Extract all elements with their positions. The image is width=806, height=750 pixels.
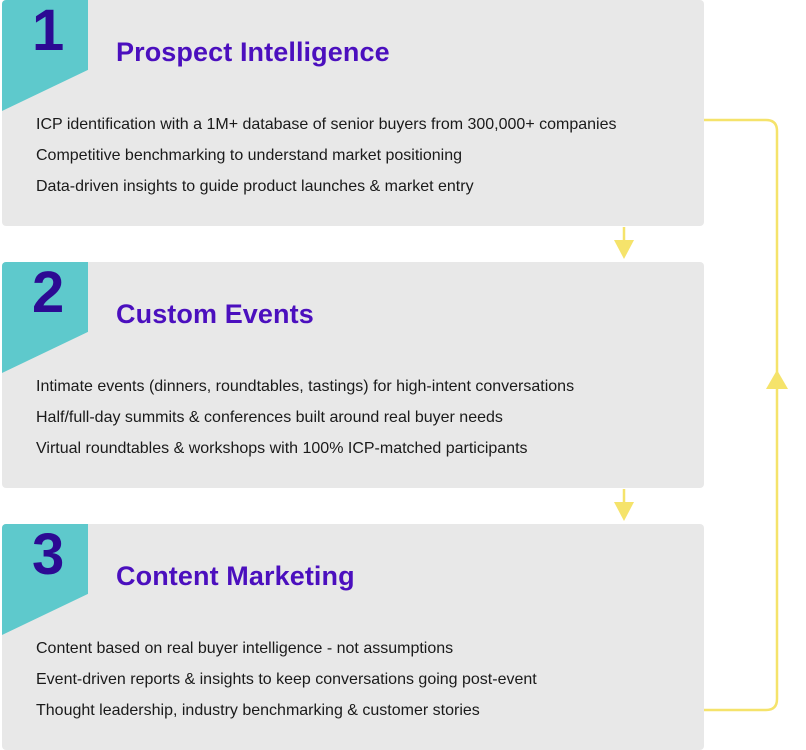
step-bullet-list: ICP identification with a 1M+ database o… — [36, 114, 616, 207]
arrow-down-icon — [614, 502, 634, 521]
step-card-1: 1 Prospect Intelligence ICP identificati… — [2, 0, 704, 226]
step-bullet: ICP identification with a 1M+ database o… — [36, 116, 617, 133]
step-title: Content Marketing — [116, 561, 355, 591]
step-bullet: Intimate events (dinners, roundtables, t… — [36, 378, 575, 395]
step-bullet: Competitive benchmarking to understand m… — [36, 147, 463, 164]
step-bullet: Data-driven insights to guide product la… — [36, 178, 474, 195]
loop-connector — [704, 118, 779, 712]
step-bullet-list: Intimate events (dinners, roundtables, t… — [36, 376, 574, 469]
step-number: 2 — [32, 262, 65, 325]
step-bullet: Event-driven reports & insights to keep … — [36, 671, 537, 688]
step-number: 3 — [32, 524, 65, 587]
step-card-2: 2 Custom Events Intimate events (dinners… — [2, 262, 704, 488]
step-bullet-list: Content based on real buyer intelligence… — [36, 638, 537, 731]
arrow-down-icon — [614, 240, 634, 259]
step-bullet: Half/full-day summits & conferences buil… — [36, 409, 503, 426]
step-bullet: Virtual roundtables & workshops with 100… — [36, 440, 528, 457]
step-bullet: Content based on real buyer intelligence… — [36, 640, 454, 657]
step-title: Prospect Intelligence — [116, 37, 390, 67]
step-card-3: 3 Content Marketing Content based on rea… — [2, 524, 704, 750]
step-number: 1 — [32, 0, 65, 63]
arrow-up-icon — [766, 370, 788, 389]
step-title: Custom Events — [116, 299, 314, 329]
step-bullet: Thought leadership, industry benchmarkin… — [36, 702, 480, 719]
